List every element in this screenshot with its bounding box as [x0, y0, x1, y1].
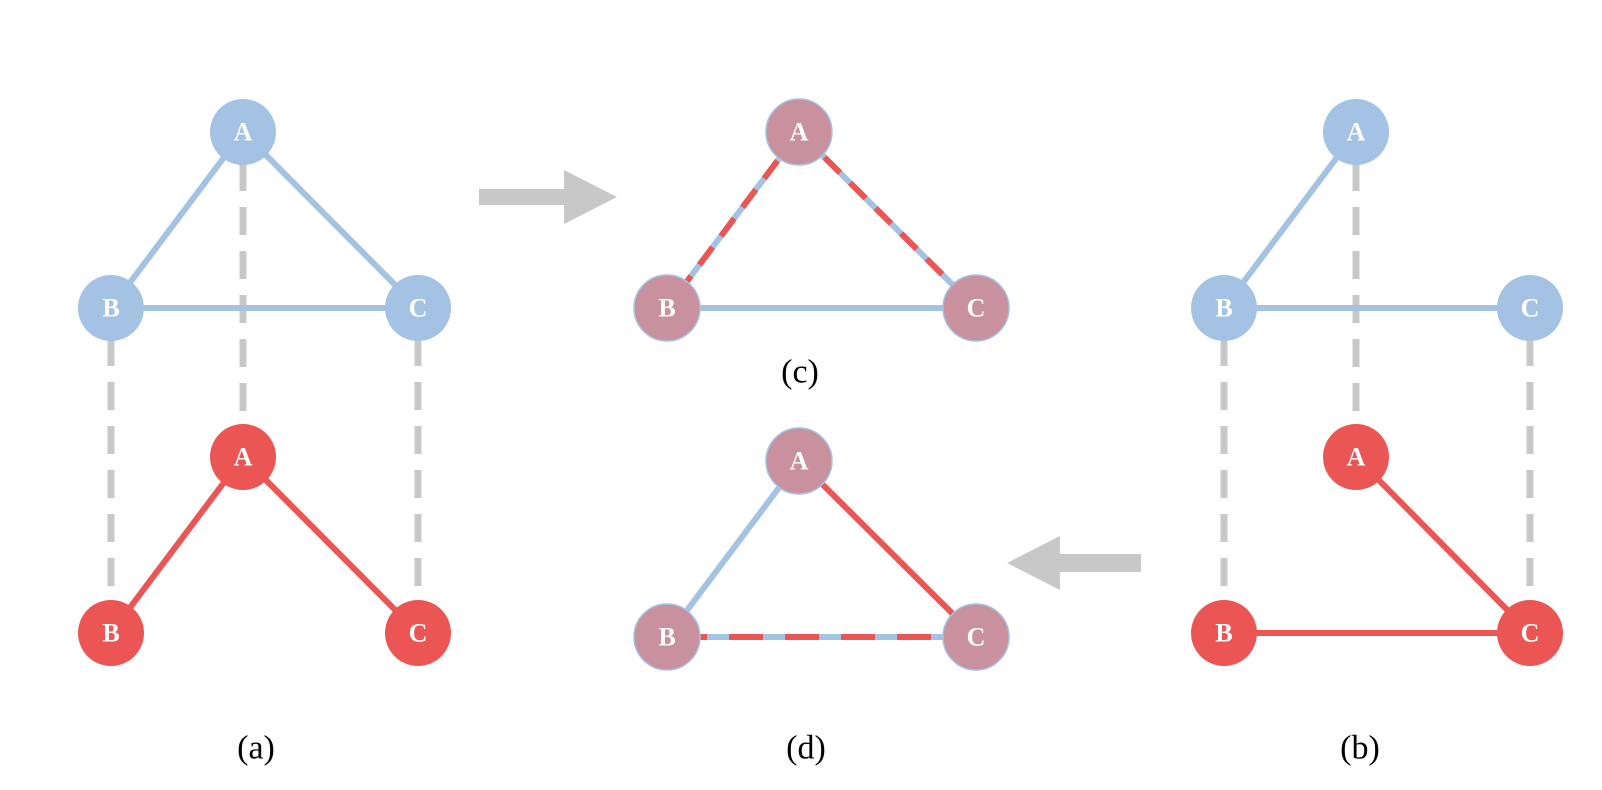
- node-a-bottom-B-label: B: [102, 619, 119, 648]
- node-a-bottom-A-label: A: [234, 443, 253, 472]
- arrow-right-icon: [479, 170, 617, 224]
- node-a-bottom-C-label: C: [409, 619, 428, 648]
- node-d-C-label: C: [967, 623, 986, 652]
- node-a-bottom-C: [385, 600, 451, 666]
- edge-d-AC: [796, 458, 979, 640]
- node-d-B: [633, 603, 701, 671]
- node-b-top-C: [1497, 275, 1563, 341]
- caption-b: (b): [1340, 730, 1380, 767]
- node-c-A: [765, 98, 833, 166]
- node-b-top-C-label: C: [1521, 294, 1540, 323]
- node-c-B-label: B: [658, 294, 675, 323]
- node-b-bottom-B-label: B: [1215, 619, 1232, 648]
- node-d-B-label: B: [658, 623, 675, 652]
- edge-a-top-AB: [108, 130, 246, 310]
- node-a-top-B-label: B: [102, 294, 119, 323]
- arrow-left-icon: [1007, 536, 1141, 590]
- caption-c: (c): [781, 354, 819, 391]
- node-c-C-label: C: [967, 294, 986, 323]
- node-c-B: [633, 274, 701, 342]
- node-b-bottom-B: [1191, 600, 1257, 666]
- caption-d: (d): [786, 730, 826, 767]
- panel-b: A B C A B C (b): [1191, 99, 1563, 767]
- edge-b-bottom-AC: [1353, 454, 1533, 636]
- edge-a-top-AC: [240, 129, 421, 311]
- node-b-top-A: [1323, 99, 1389, 165]
- edge-c-AB-dash: [664, 130, 802, 310]
- edge-a-bottom-AC: [240, 454, 421, 636]
- node-a-bottom-A: [210, 424, 276, 490]
- node-a-top-C-label: C: [409, 294, 428, 323]
- node-a-top-B: [78, 275, 144, 341]
- node-d-A-label: A: [790, 447, 809, 476]
- edge-a-bottom-AB: [108, 455, 246, 635]
- node-a-top-A-label: A: [234, 118, 253, 147]
- node-b-top-B: [1191, 275, 1257, 341]
- node-a-top-C: [385, 275, 451, 341]
- node-d-A: [765, 427, 833, 495]
- node-a-top-A: [210, 99, 276, 165]
- node-c-A-label: A: [790, 118, 809, 147]
- node-b-top-B-label: B: [1215, 294, 1232, 323]
- edge-c-AC-dash: [796, 129, 979, 311]
- node-b-bottom-A: [1323, 424, 1389, 490]
- caption-a: (a): [237, 730, 275, 767]
- edge-d-AB: [664, 459, 802, 639]
- node-c-C: [942, 274, 1010, 342]
- node-d-C: [942, 603, 1010, 671]
- edge-b-top-AB: [1221, 130, 1359, 310]
- panel-a: A B C A B C (a): [78, 99, 451, 767]
- panel-d: A B C (d): [633, 427, 1010, 767]
- node-b-top-A-label: A: [1347, 118, 1366, 147]
- panel-c: A B C (c): [633, 98, 1010, 391]
- node-b-bottom-C: [1497, 600, 1563, 666]
- node-a-bottom-B: [78, 600, 144, 666]
- node-b-bottom-A-label: A: [1347, 443, 1366, 472]
- node-b-bottom-C-label: C: [1521, 619, 1540, 648]
